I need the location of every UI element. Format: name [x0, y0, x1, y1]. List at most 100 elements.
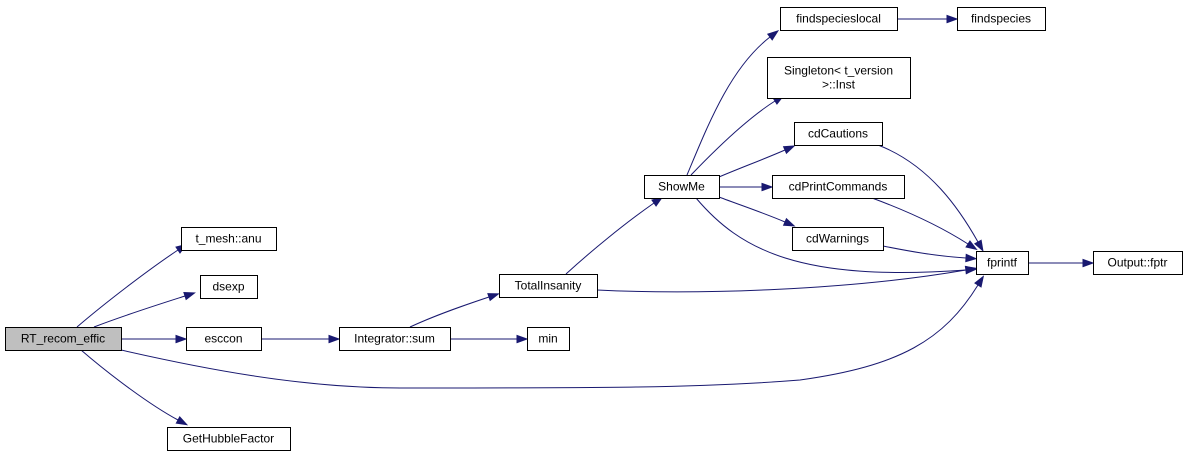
node-box	[167, 427, 291, 451]
node-box	[644, 175, 720, 199]
node-box	[186, 327, 262, 351]
node-dsexp[interactable]: dsexp	[200, 275, 258, 299]
edge-line	[76, 249, 179, 328]
node-label: cdPrintCommands	[789, 180, 888, 194]
edge-showme-to-cdpc	[718, 182, 774, 192]
arrowhead-icon	[973, 239, 984, 253]
node-ti[interactable]: TotalInsanity	[499, 274, 598, 298]
node-label: findspecies	[971, 12, 1031, 26]
node-box	[792, 227, 884, 251]
nodes-layer: RT_recom_effic t_mesh::anudsexpescconGetH…	[5, 7, 1183, 451]
node-box	[339, 327, 451, 351]
node-box	[1093, 251, 1183, 275]
edge-line	[596, 269, 967, 293]
edge-rt-to-esccon	[121, 334, 188, 344]
node-label: Integrator::sum	[354, 332, 435, 346]
node-label: dsexp	[212, 280, 244, 294]
node-box	[957, 7, 1046, 31]
edge-line	[80, 349, 179, 421]
node-box	[181, 227, 277, 251]
edge-isum-to-min	[450, 334, 529, 344]
edge-rt-to-hubble	[80, 349, 189, 426]
arrowhead-icon	[761, 182, 774, 192]
node-box	[5, 327, 122, 351]
edge-showme-to-fsl	[686, 29, 780, 176]
node-label: Singleton< t_version	[784, 64, 893, 78]
edge-line	[695, 197, 967, 273]
edge-line	[718, 149, 786, 178]
node-box	[794, 122, 883, 146]
edge-rt-to-fprintf	[120, 275, 985, 389]
node-label: GetHubbleFactor	[183, 432, 274, 446]
arrowhead-icon	[782, 145, 796, 155]
edge-fsl-to-fs	[897, 14, 959, 24]
node-box	[780, 7, 898, 31]
edge-showme-to-fprintf	[695, 197, 978, 275]
edge-rt-to-anu	[76, 243, 188, 328]
edge-line	[877, 144, 979, 243]
node-min[interactable]: min	[527, 327, 570, 351]
arrowhead-icon	[974, 275, 985, 288]
arrowhead-icon	[766, 29, 780, 41]
edge-showme-to-cdc	[718, 145, 796, 178]
edge-ti-to-showme	[565, 196, 664, 275]
arrowhead-icon	[782, 217, 796, 227]
node-box	[976, 251, 1029, 275]
edge-isum-to-ti	[409, 293, 500, 328]
node-label: cdWarnings	[806, 232, 869, 246]
edge-line	[565, 202, 655, 275]
node-label: ShowMe	[658, 180, 705, 194]
edge-showme-to-cdw	[718, 196, 796, 227]
node-fs[interactable]: findspecies	[957, 7, 1046, 31]
arrowhead-icon	[965, 265, 978, 275]
arrowhead-icon	[516, 334, 529, 344]
node-label: RT_recom_effic	[21, 332, 105, 346]
node-fprintf[interactable]: fprintf	[976, 251, 1029, 275]
edge-line	[882, 245, 967, 259]
node-hubble[interactable]: GetHubbleFactor	[167, 427, 291, 451]
edge-line	[718, 196, 786, 223]
edges-layer	[76, 14, 1095, 426]
edge-line	[120, 284, 979, 389]
edge-line	[93, 295, 186, 328]
arrowhead-icon	[175, 334, 188, 344]
node-box	[200, 275, 258, 299]
node-anu[interactable]: t_mesh::anu	[181, 227, 277, 251]
arrowhead-icon	[1082, 258, 1095, 268]
node-box	[772, 175, 905, 199]
node-label: t_mesh::anu	[195, 232, 261, 246]
edge-fprintf-to-fptr	[1028, 258, 1095, 268]
arrowhead-icon	[183, 292, 196, 301]
node-label: Output::fptr	[1107, 256, 1167, 270]
node-label: >::Inst	[822, 78, 856, 92]
arrowhead-icon	[487, 293, 500, 302]
node-label: fprintf	[987, 256, 1018, 270]
node-label: esccon	[204, 332, 242, 346]
edge-esccon-to-isum	[261, 334, 341, 344]
arrowhead-icon	[946, 14, 959, 24]
node-cdc[interactable]: cdCautions	[794, 122, 883, 146]
node-label: min	[538, 332, 557, 346]
edge-line	[871, 197, 969, 245]
node-cdpc[interactable]: cdPrintCommands	[772, 175, 905, 199]
edge-cdc-to-fprintf	[877, 144, 984, 253]
node-showme[interactable]: ShowMe	[644, 175, 720, 199]
node-isum[interactable]: Integrator::sum	[339, 327, 451, 351]
arrowhead-icon	[328, 334, 341, 344]
node-box	[527, 327, 570, 351]
node-esccon[interactable]: esccon	[186, 327, 262, 351]
node-rt[interactable]: RT_recom_effic	[5, 327, 122, 351]
node-label: findspecieslocal	[796, 12, 881, 26]
node-cdw[interactable]: cdWarnings	[792, 227, 884, 251]
node-box	[499, 274, 598, 298]
node-box	[767, 57, 911, 99]
arrowhead-icon	[965, 240, 978, 251]
node-fsl[interactable]: findspecieslocal	[780, 7, 898, 31]
edge-cdw-to-fprintf	[882, 245, 978, 263]
node-fptr[interactable]: Output::fptr	[1093, 251, 1183, 275]
node-label: TotalInsanity	[515, 279, 582, 293]
node-singleton[interactable]: Singleton< t_version>::Inst	[767, 57, 911, 99]
edge-line	[690, 100, 776, 176]
edge-ti-to-fprintf	[596, 265, 978, 293]
edge-line	[409, 296, 490, 328]
